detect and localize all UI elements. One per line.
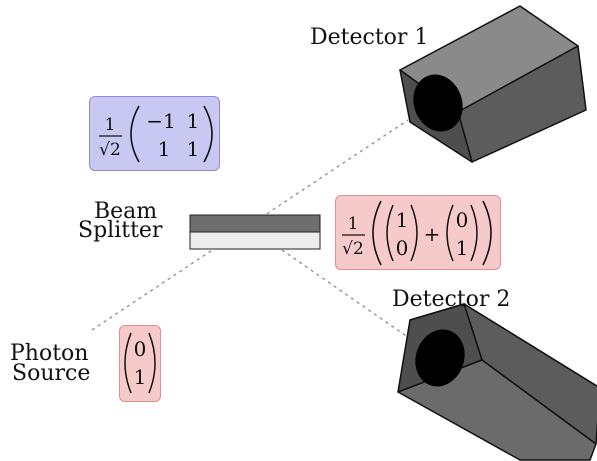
hadamard-prefactor-denominator: √2 <box>99 140 121 160</box>
output-outer-left-paren <box>371 200 382 265</box>
output-outer-right-paren <box>481 200 492 265</box>
output-vec1-left-paren <box>385 204 394 261</box>
detector-1-label: Detector 1 <box>310 25 429 50</box>
beam-splitter-label-line1: Beam <box>94 199 158 224</box>
hadamard-left-paren <box>129 105 140 162</box>
hadamard-cell-2-1: 1 <box>157 137 170 161</box>
beam-splitter-label-line2: Splitter <box>78 218 163 243</box>
input-state-top: 0 <box>133 337 146 361</box>
detector-2 <box>397 303 597 461</box>
output-prefactor-numerator: 1 <box>347 214 358 234</box>
hadamard-prefactor: 1 √2 <box>98 115 122 160</box>
output-vec1-bottom: 0 <box>395 236 408 260</box>
hadamard-cell-1-2: 1 <box>186 109 199 133</box>
output-prefactor-denominator: √2 <box>342 239 364 259</box>
photon-source-label-line1: Photon <box>10 341 89 366</box>
photon-source-label-line2: Source <box>12 361 91 386</box>
input-right-paren <box>147 332 156 393</box>
hadamard-right-paren <box>202 105 213 162</box>
input-state-box: 0 1 <box>119 325 161 402</box>
input-state-bottom: 1 <box>133 365 146 389</box>
input-left-paren <box>123 332 132 393</box>
hadamard-matrix-box: 1 √2 −1 1 1 1 <box>89 96 220 171</box>
hadamard-cell-1-1: −1 <box>146 109 175 133</box>
hadamard-cell-2-2: 1 <box>186 137 199 161</box>
output-vec2-bottom: 1 <box>455 236 468 260</box>
output-state-box: 1 √2 1 0 + 0 1 <box>335 195 501 270</box>
output-vec2-top: 0 <box>455 208 468 232</box>
output-vec1-right-paren <box>409 204 418 261</box>
hadamard-prefactor-numerator: 1 <box>104 115 115 135</box>
output-vec2-left-paren <box>445 204 454 261</box>
detector-1 <box>399 5 587 163</box>
beam-path-to-detector-2 <box>281 249 413 341</box>
output-plus-sign: + <box>423 222 440 246</box>
detector-2-label: Detector 2 <box>392 287 511 312</box>
output-vec2-right-paren <box>469 204 478 261</box>
output-vec1-top: 1 <box>395 208 408 232</box>
beam-splitter <box>189 214 321 250</box>
